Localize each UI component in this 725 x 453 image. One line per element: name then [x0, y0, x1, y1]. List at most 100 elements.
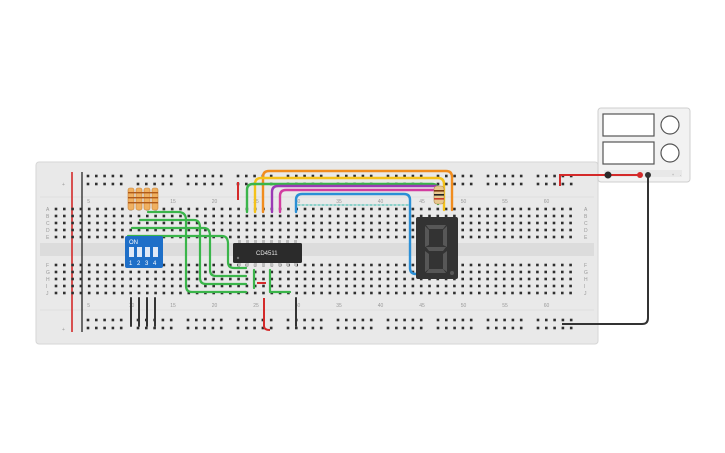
breadboard-hole[interactable] [278, 235, 282, 239]
breadboard-hole[interactable] [519, 284, 523, 288]
breadboard-hole[interactable] [195, 174, 198, 178]
breadboard-hole[interactable] [561, 284, 564, 288]
resistor-3[interactable] [143, 187, 151, 211]
wire-green-3[interactable] [130, 226, 248, 278]
breadboard-hole[interactable] [403, 277, 406, 281]
breadboard-hole[interactable] [312, 277, 315, 281]
breadboard-hole[interactable] [303, 207, 307, 211]
breadboard-hole[interactable] [336, 270, 340, 274]
breadboard-hole[interactable] [544, 277, 547, 281]
breadboard-hole[interactable] [361, 318, 365, 322]
breadboard-hole[interactable] [527, 235, 531, 239]
breadboard-hole[interactable] [87, 270, 91, 274]
breadboard-hole[interactable] [86, 182, 90, 186]
breadboard-hole[interactable] [320, 207, 323, 211]
breadboard-hole[interactable] [336, 174, 340, 178]
breadboard-hole[interactable] [112, 207, 116, 211]
breadboard-hole[interactable] [519, 174, 523, 178]
breadboard-hole[interactable] [86, 174, 90, 178]
breadboard-hole[interactable] [361, 291, 365, 295]
breadboard-hole[interactable] [103, 174, 106, 178]
breadboard-hole[interactable] [469, 326, 473, 330]
breadboard-hole[interactable] [312, 284, 315, 288]
breadboard-hole[interactable] [129, 291, 132, 295]
breadboard-hole[interactable] [436, 207, 440, 211]
breadboard-hole[interactable] [229, 221, 232, 225]
breadboard-hole[interactable] [245, 277, 249, 281]
breadboard-hole[interactable] [195, 270, 199, 274]
breadboard-hole[interactable] [494, 235, 498, 239]
breadboard-hole[interactable] [87, 291, 91, 295]
breadboard-hole[interactable] [187, 263, 191, 267]
breadboard-hole[interactable] [95, 182, 98, 186]
breadboard-hole[interactable] [312, 263, 315, 267]
breadboard-hole[interactable] [436, 214, 440, 218]
breadboard-hole[interactable] [269, 318, 273, 322]
breadboard-hole[interactable] [569, 221, 572, 225]
breadboard-hole[interactable] [353, 221, 357, 225]
breadboard-hole[interactable] [436, 291, 440, 295]
breadboard-hole[interactable] [245, 182, 248, 186]
breadboard-hole[interactable] [219, 182, 223, 186]
breadboard-hole[interactable] [378, 228, 381, 232]
terminal-positive[interactable] [637, 172, 643, 178]
breadboard-hole[interactable] [436, 182, 440, 186]
breadboard-hole[interactable] [395, 214, 398, 218]
breadboard-hole[interactable] [411, 318, 415, 322]
breadboard-hole[interactable] [552, 270, 556, 274]
breadboard-hole[interactable] [79, 263, 83, 267]
breadboard-hole[interactable] [129, 284, 132, 288]
breadboard-hole[interactable] [179, 277, 182, 281]
breadboard-hole[interactable] [71, 270, 74, 274]
breadboard-hole[interactable] [403, 207, 406, 211]
breadboard-hole[interactable] [469, 277, 473, 281]
breadboard-hole[interactable] [411, 207, 415, 211]
breadboard-hole[interactable] [187, 291, 191, 295]
breadboard-hole[interactable] [312, 221, 315, 225]
breadboard-hole[interactable] [569, 235, 572, 239]
breadboard-hole[interactable] [419, 291, 423, 295]
breadboard-hole[interactable] [486, 270, 489, 274]
breadboard-hole[interactable] [353, 214, 357, 218]
breadboard-hole[interactable] [461, 326, 465, 330]
breadboard-hole[interactable] [71, 228, 74, 232]
breadboard-hole[interactable] [511, 221, 514, 225]
breadboard-hole[interactable] [237, 277, 240, 281]
breadboard-hole[interactable] [519, 214, 523, 218]
breadboard-hole[interactable] [569, 214, 572, 218]
breadboard-hole[interactable] [345, 214, 348, 218]
breadboard-hole[interactable] [121, 277, 124, 281]
breadboard-hole[interactable] [519, 207, 523, 211]
breadboard-hole[interactable] [345, 207, 348, 211]
breadboard-hole[interactable] [129, 228, 132, 232]
breadboard-hole[interactable] [478, 270, 481, 274]
breadboard-hole[interactable] [103, 182, 106, 186]
breadboard-hole[interactable] [79, 207, 83, 211]
breadboard-hole[interactable] [245, 235, 249, 239]
breadboard-hole[interactable] [295, 284, 298, 288]
breadboard-hole[interactable] [86, 326, 90, 330]
breadboard-hole[interactable] [502, 228, 506, 232]
breadboard-hole[interactable] [71, 221, 74, 225]
breadboard-hole[interactable] [545, 318, 548, 322]
breadboard-hole[interactable] [79, 228, 83, 232]
breadboard-hole[interactable] [552, 214, 556, 218]
breadboard-hole[interactable] [63, 284, 66, 288]
breadboard-hole[interactable] [311, 318, 315, 322]
breadboard-hole[interactable] [137, 291, 141, 295]
breadboard-hole[interactable] [502, 270, 506, 274]
breadboard-hole[interactable] [137, 270, 141, 274]
breadboard-hole[interactable] [519, 182, 523, 186]
breadboard-hole[interactable] [395, 221, 398, 225]
breadboard-hole[interactable] [161, 318, 165, 322]
breadboard-hole[interactable] [494, 221, 498, 225]
breadboard-hole[interactable] [253, 228, 257, 232]
breadboard-hole[interactable] [503, 174, 506, 178]
breadboard-hole[interactable] [395, 228, 398, 232]
breadboard-hole[interactable] [486, 235, 489, 239]
breadboard-hole[interactable] [211, 182, 215, 186]
breadboard-hole[interactable] [536, 263, 539, 267]
breadboard-hole[interactable] [87, 214, 91, 218]
breadboard-hole[interactable] [370, 235, 373, 239]
breadboard-hole[interactable] [469, 318, 473, 322]
